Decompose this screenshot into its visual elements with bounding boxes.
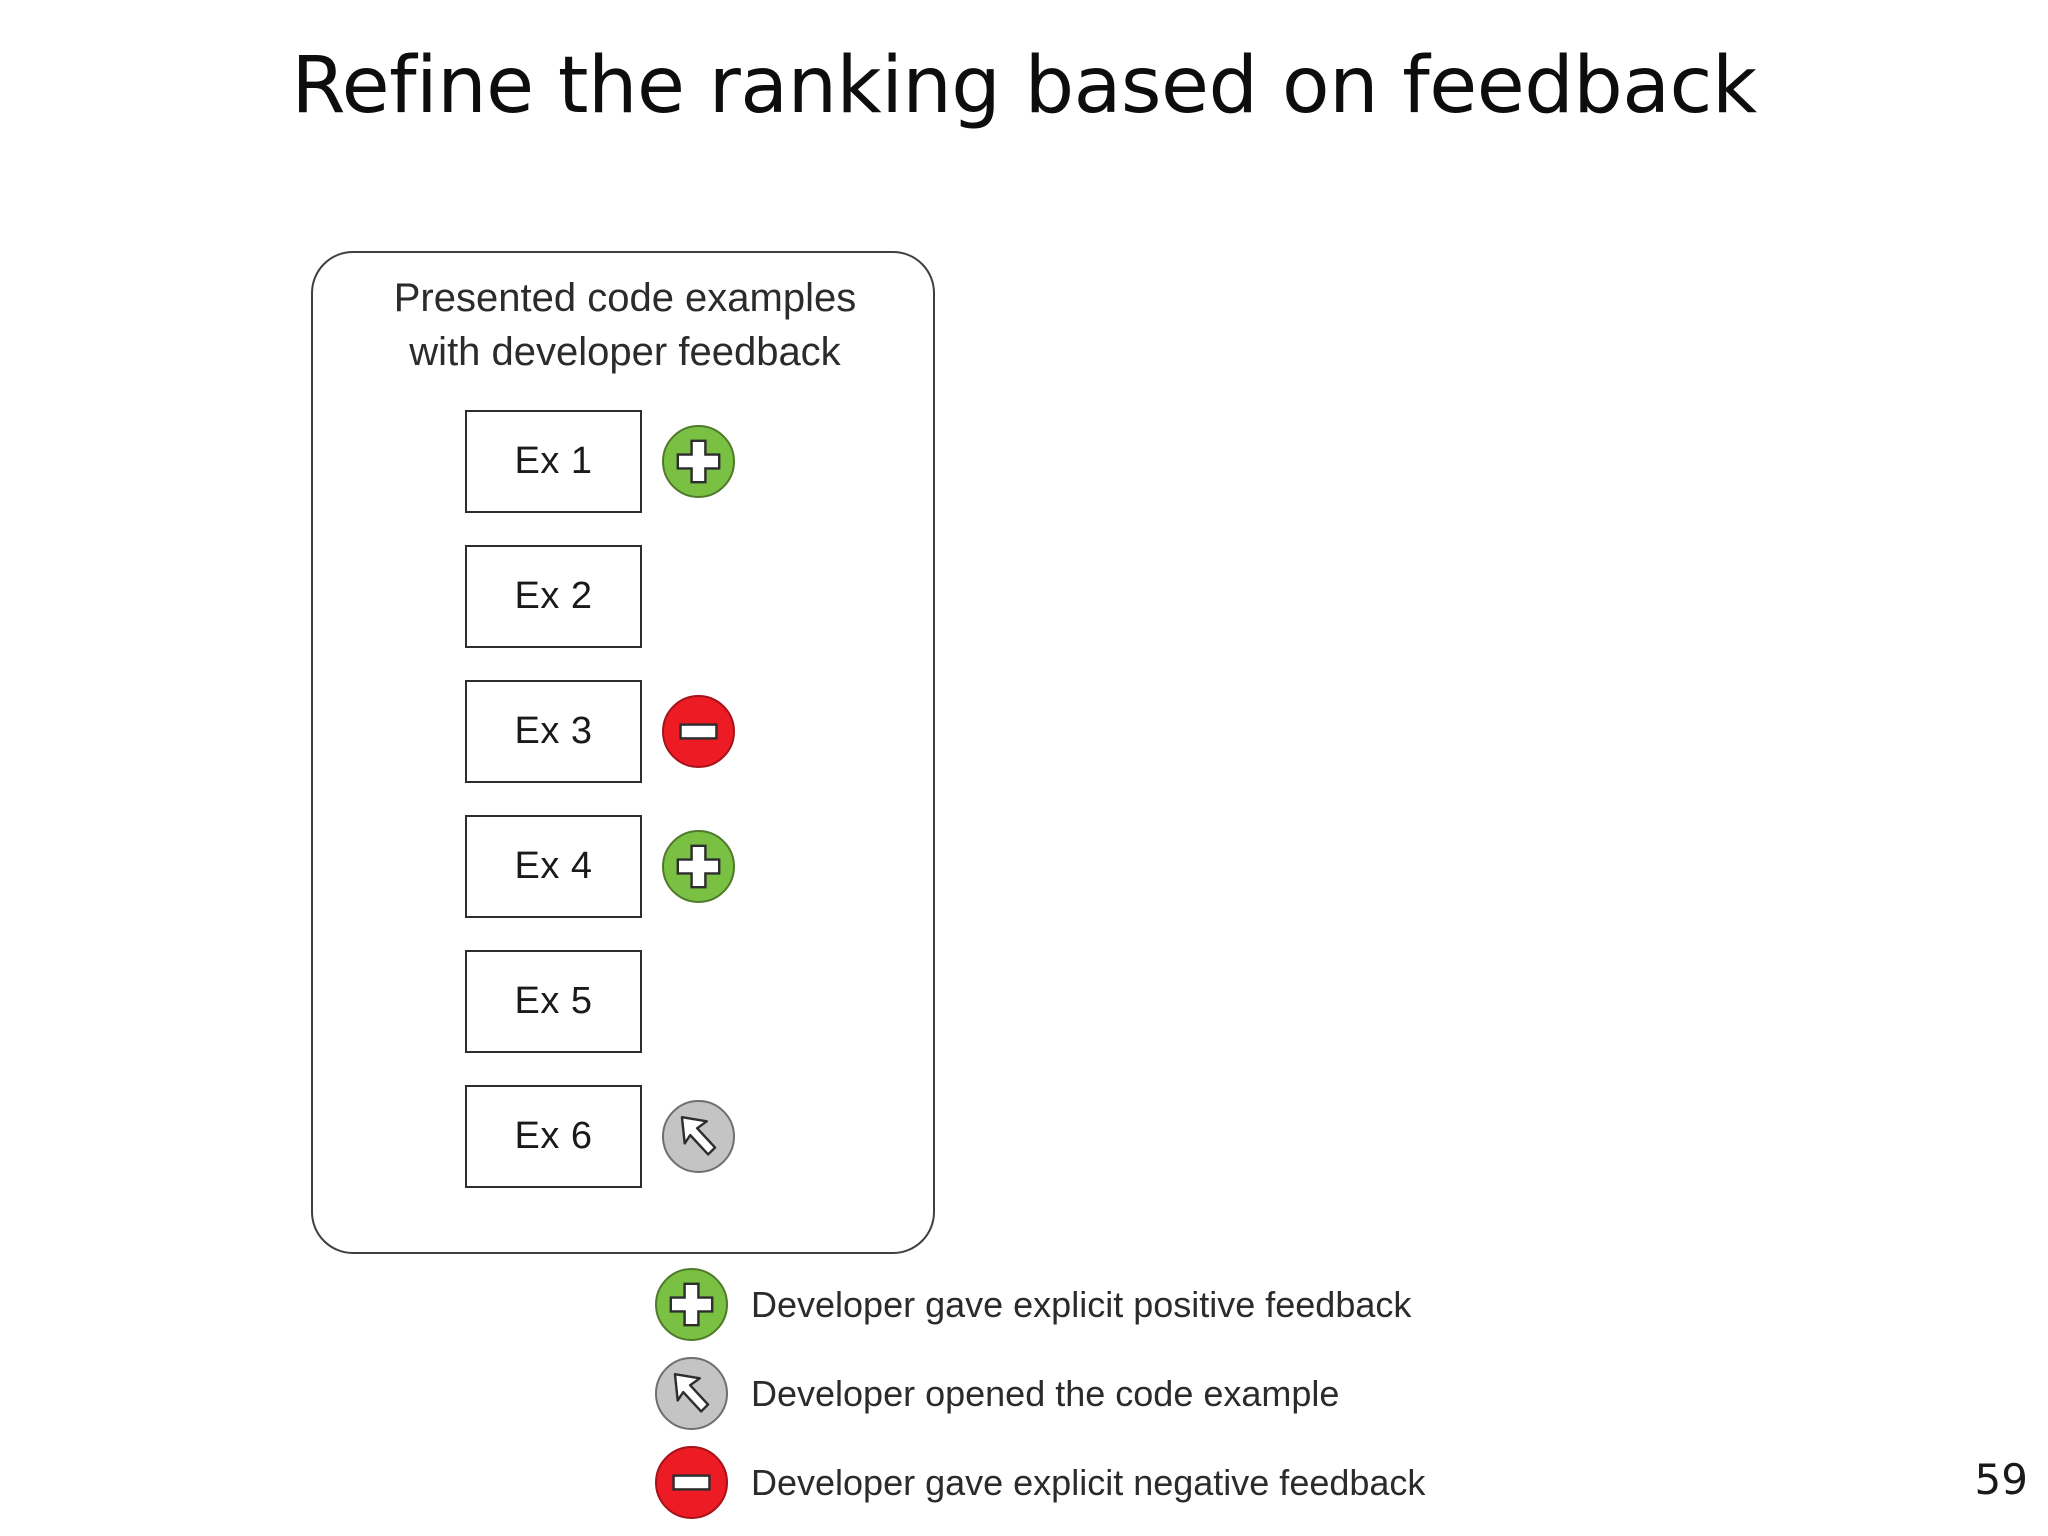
plus-circle-icon <box>662 830 735 903</box>
cursor-circle-icon <box>662 1100 735 1173</box>
plus-circle-icon <box>662 425 735 498</box>
legend-icon-wrap-opened <box>655 1357 728 1430</box>
feedback-marker-1[interactable] <box>662 425 735 498</box>
list-item: Ex 6 <box>313 1085 937 1188</box>
minus-circle-icon <box>662 695 735 768</box>
panel-heading-line-1: Presented code examples <box>393 276 857 320</box>
legend-item-opened: Developer opened the code example <box>655 1357 1755 1430</box>
example-box-1[interactable]: Ex 1 <box>465 410 642 513</box>
example-box-6[interactable]: Ex 6 <box>465 1085 642 1188</box>
legend: Developer gave explicit positive feedbac… <box>655 1268 1755 1535</box>
list-item: Ex 1 <box>313 410 937 513</box>
page-title: Refine the ranking based on feedback <box>291 41 1757 131</box>
legend-item-positive: Developer gave explicit positive feedbac… <box>655 1268 1755 1341</box>
feedback-marker-6[interactable] <box>662 1100 735 1173</box>
list-item: Ex 4 <box>313 815 937 918</box>
legend-item-negative: Developer gave explicit negative feedbac… <box>655 1446 1755 1519</box>
cursor-circle-icon <box>655 1357 728 1430</box>
minus-circle-icon <box>655 1446 728 1519</box>
legend-icon-wrap-negative <box>655 1446 728 1519</box>
legend-label-positive: Developer gave explicit positive feedbac… <box>751 1283 1412 1325</box>
page-number: 59 <box>1974 1455 2028 1504</box>
legend-label-opened: Developer opened the code example <box>751 1372 1340 1414</box>
example-box-3[interactable]: Ex 3 <box>465 680 642 783</box>
list-item: Ex 2 <box>313 545 937 648</box>
list-item: Ex 5 <box>313 950 937 1053</box>
presented-examples-panel: Presented code examples with developer f… <box>311 251 935 1254</box>
example-box-5[interactable]: Ex 5 <box>465 950 642 1053</box>
example-list: Ex 1 Ex 2 Ex 3 <box>313 410 937 1220</box>
feedback-marker-3[interactable] <box>662 695 735 768</box>
example-box-4[interactable]: Ex 4 <box>465 815 642 918</box>
panel-heading-line-2: with developer feedback <box>409 330 841 374</box>
legend-icon-wrap-positive <box>655 1268 728 1341</box>
feedback-marker-4[interactable] <box>662 830 735 903</box>
legend-label-negative: Developer gave explicit negative feedbac… <box>751 1461 1426 1503</box>
list-item: Ex 3 <box>313 680 937 783</box>
example-box-2[interactable]: Ex 2 <box>465 545 642 648</box>
plus-circle-icon <box>655 1268 728 1341</box>
panel-heading: Presented code examples with developer f… <box>313 271 937 379</box>
